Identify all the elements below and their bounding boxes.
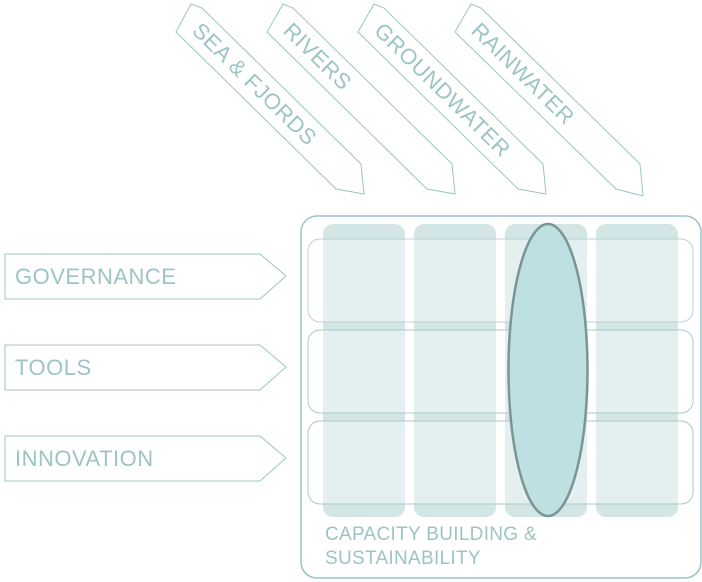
pillar-label: GOVERNANCE [15,264,176,289]
water-source-arrow-rainwater: RAINWATER [454,3,644,197]
pillar-label: TOOLS [15,355,92,380]
water-source-label: RIVERS [278,18,356,95]
column-bar-sea-fjords [323,224,405,517]
row-bar-tools [307,329,694,414]
pillar-arrow-innovation: INNOVATION [4,435,287,482]
row-bar-innovation [307,420,694,505]
groundwater-highlight-ellipse [507,222,589,518]
pillar-arrow-governance: GOVERNANCE [4,253,287,300]
column-bar-rainwater [596,224,678,517]
pillar-label: INNOVATION [15,446,154,471]
row-bars [307,238,694,505]
caption-line-2: SUSTAINABILITY [325,548,481,569]
pillar-arrow-tools: TOOLS [4,344,287,391]
caption-line-1: CAPACITY BUILDING & [325,524,537,545]
column-bar-rivers [414,224,496,517]
row-bar-governance [307,238,694,323]
